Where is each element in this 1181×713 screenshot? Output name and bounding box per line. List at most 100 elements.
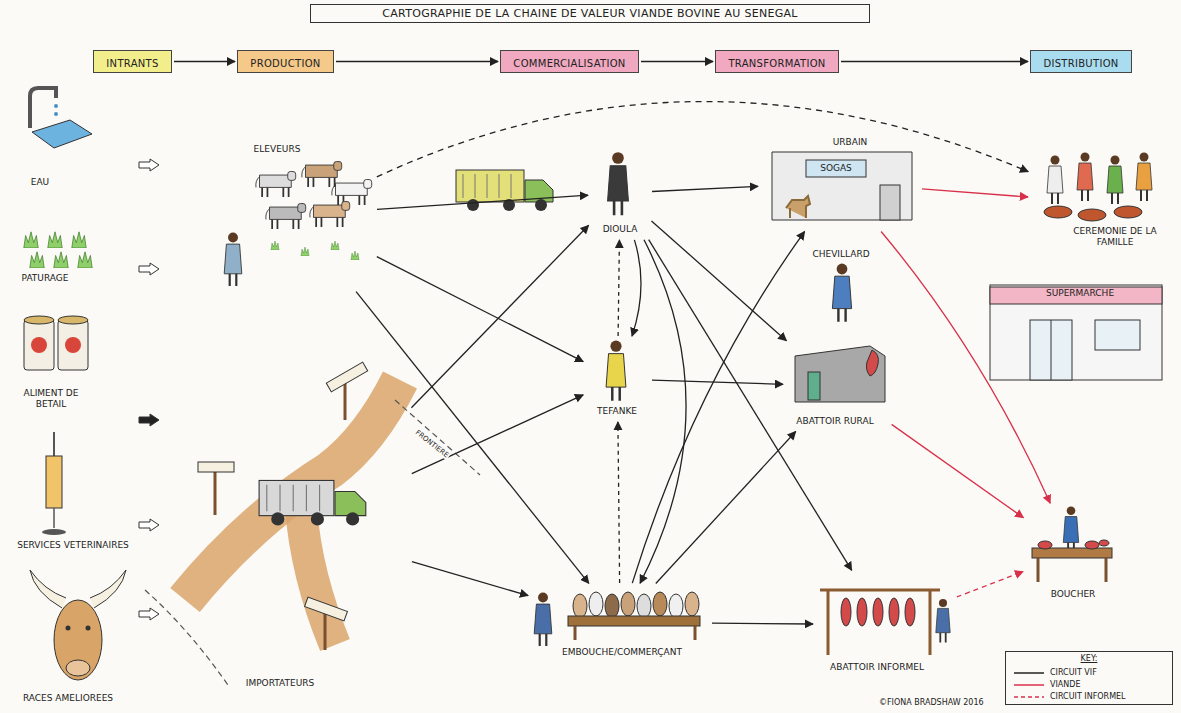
node-label: URBAIN	[831, 137, 870, 148]
node-label: ABATTOIR INFORMEL	[828, 662, 926, 673]
node-label: EAU	[29, 177, 51, 188]
actor-figure: DIOULA	[590, 148, 650, 238]
copyright-note: ©FIONA BRADSHAW 2016	[878, 698, 985, 707]
input-item: SERVICES VETERINAIRES	[5, 430, 145, 555]
live-flow-arrow	[336, 61, 498, 62]
actor-figure: CHEVILLARD	[805, 245, 880, 335]
legend-text: CIRCUIT VIF	[1050, 667, 1097, 679]
node-label: EMBOUCHE/COMMERÇANT	[560, 647, 684, 658]
live-flow-arrow	[640, 240, 686, 583]
node-label: PATURAGE	[20, 273, 71, 284]
live-flow-arrow	[411, 225, 588, 407]
stage-label: INTRANTS	[106, 58, 158, 69]
live-flow-arrow	[377, 257, 583, 362]
live-flow-arrow	[652, 221, 787, 341]
live-flow-arrow	[652, 186, 758, 191]
stage-box: INTRANTS	[93, 50, 172, 73]
urban-abattoir	[772, 152, 912, 220]
node-label: ALIMENT DE BETAIL	[17, 388, 85, 410]
actor-figure: IMPORTATEURS	[180, 360, 410, 695]
stage-box: DISTRIBUTION	[1030, 50, 1132, 73]
live-flow-arrow	[656, 432, 796, 584]
title-box: CARTOGRAPHIE DE LA CHAINE DE VALEUR VIAN…	[310, 4, 870, 23]
legend-row: VIANDE	[1006, 679, 1172, 691]
syringe	[42, 432, 66, 535]
trader-figure	[606, 341, 626, 401]
actor-figure: ELEVEURS	[215, 140, 375, 290]
live-flow-arrow	[412, 395, 583, 474]
informal-abattoir	[820, 590, 950, 655]
legend-line	[1014, 696, 1044, 698]
stage-box: COMMERCIALISATION	[500, 50, 639, 73]
herd	[224, 162, 371, 286]
outlet-figure: SUPERMARCHE	[985, 282, 1165, 382]
family-ceremony	[1044, 153, 1152, 222]
legend-title: KEY:	[1006, 654, 1172, 663]
live-flow-arrow	[632, 232, 804, 583]
wholesaler-figure	[832, 264, 851, 322]
meat-flow-arrow	[892, 424, 1024, 517]
input-item: RACES AMELIOREES	[10, 575, 140, 708]
node-label: IMPORTATEURS	[244, 678, 317, 689]
input-item: EAU	[15, 85, 95, 190]
meat-flow-arrow	[881, 232, 1050, 504]
stage-box: TRANSFORMATION	[715, 50, 839, 73]
legend-line-sample	[1014, 668, 1044, 678]
legend-row: CIRCUIT VIF	[1006, 667, 1172, 679]
sign-text: SUPERMARCHE	[1044, 288, 1116, 299]
node-label: ELEVEURS	[252, 144, 303, 155]
legend-line	[1014, 672, 1044, 674]
node-label: SERVICES VETERINAIRES	[15, 540, 131, 551]
legend-text: CIRCUIT INFORMEL	[1050, 691, 1126, 703]
rural-abattoir	[795, 346, 885, 402]
water-tap	[30, 88, 92, 148]
live-flow-arrow	[377, 195, 588, 209]
livestock-truck	[456, 170, 553, 211]
outlet-figure: CEREMONIE DE LA FAMILLE	[1030, 150, 1170, 255]
legend-line-sample	[1014, 680, 1044, 690]
stage-box: PRODUCTION	[237, 50, 334, 73]
live-flow-arrow	[174, 61, 235, 62]
butcher-stall	[1032, 506, 1112, 582]
meat-flow-arrow	[957, 572, 1023, 597]
feed-cans	[24, 316, 88, 370]
node-label: DIOULA	[601, 224, 640, 235]
node-label: ABATTOIR RURAL	[794, 416, 875, 427]
feedlot	[534, 592, 700, 646]
trader-figure	[608, 152, 629, 215]
abattoir-building: ABATTOIR RURAL	[785, 342, 890, 430]
border-crossing	[145, 362, 480, 688]
node-label: CHEVILLARD	[810, 249, 871, 260]
node-label: CEREMONIE DE LA FAMILLE	[1063, 226, 1167, 248]
grass	[24, 232, 92, 268]
stage-label: DISTRIBUTION	[1043, 58, 1118, 69]
legend-line-sample	[1014, 692, 1044, 702]
actor-figure: TEFANKE	[585, 338, 650, 420]
live-flow-arrow	[841, 61, 1028, 62]
abattoir-building: ABATTOIR INFORMEL	[815, 572, 955, 677]
live-flow-arrow	[632, 240, 641, 336]
live-flow-arrow	[652, 380, 783, 384]
input-arrows	[139, 159, 159, 620]
live-flow-arrow	[649, 240, 852, 571]
node-label: BOUCHER	[1049, 589, 1098, 600]
live-flow-arrow	[618, 422, 620, 583]
sign-text: SOGAS	[818, 163, 854, 174]
live-flow-arrow	[712, 623, 813, 625]
live-flow-arrow	[618, 240, 619, 336]
live-flow-arrow	[412, 562, 528, 596]
border-label: FRONTIERE	[413, 428, 451, 460]
node-label: RACES AMELIOREES	[21, 693, 115, 704]
meat-flow-arrow	[922, 189, 1028, 197]
live-flow-arrow	[377, 102, 1028, 177]
legend-row: CIRCUIT INFORMEL	[1006, 691, 1172, 703]
cow-head	[30, 570, 126, 680]
supermarket	[990, 285, 1162, 380]
stage-label: TRANSFORMATION	[728, 58, 825, 69]
actor-figure: EMBOUCHE/COMMERÇANT	[530, 585, 710, 660]
node-label: TEFANKE	[595, 406, 639, 417]
legend: CIRCUIT VIFVIANDECIRCUIT INFORMEL KEY:	[1005, 651, 1173, 705]
